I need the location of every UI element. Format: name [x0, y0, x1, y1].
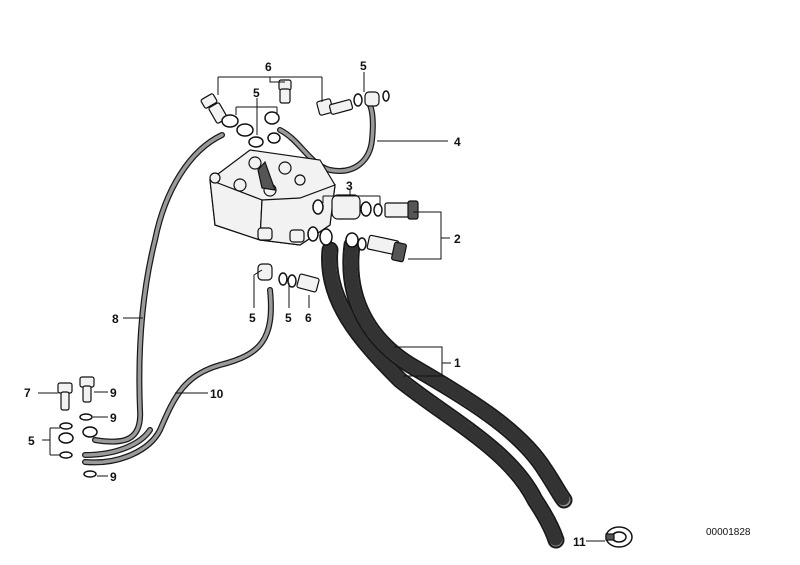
callout-1: 1: [454, 356, 461, 370]
callout-11: 11: [573, 535, 586, 549]
callout-6-top: 6: [265, 60, 272, 74]
callout-5-mid: 5: [249, 311, 256, 325]
callout-6-mid: 6: [305, 311, 312, 325]
leader-lines: [38, 72, 605, 542]
callout-2: 2: [454, 232, 461, 246]
callout-9-b: 9: [110, 470, 117, 484]
callout-8: 9: [110, 386, 117, 400]
brake-line-7: [82, 132, 225, 458]
callout-5-left: 5: [28, 434, 35, 448]
callout-3: 3: [346, 179, 353, 193]
reference-number: 00001828: [706, 527, 751, 538]
banjo-fittings: [57, 79, 633, 548]
brake-line-4: [277, 102, 376, 174]
brake-line-10: [82, 287, 274, 466]
callout-10: 10: [210, 387, 224, 401]
callout-4: 4: [454, 135, 461, 149]
callout-9-a: 9: [110, 411, 117, 425]
callout-5-upper: 5: [253, 86, 260, 100]
callout-5-top: 5: [360, 59, 367, 73]
callout-7: 8: [112, 312, 119, 326]
callout-5-mid2: 5: [285, 311, 292, 325]
return-hoses: [321, 236, 573, 549]
callout-6-left: 7: [24, 386, 31, 400]
callouts: 6 5 5 4 3 2 1 5 5 6 8 10 7 9 9 5 9 11 00…: [24, 59, 751, 549]
